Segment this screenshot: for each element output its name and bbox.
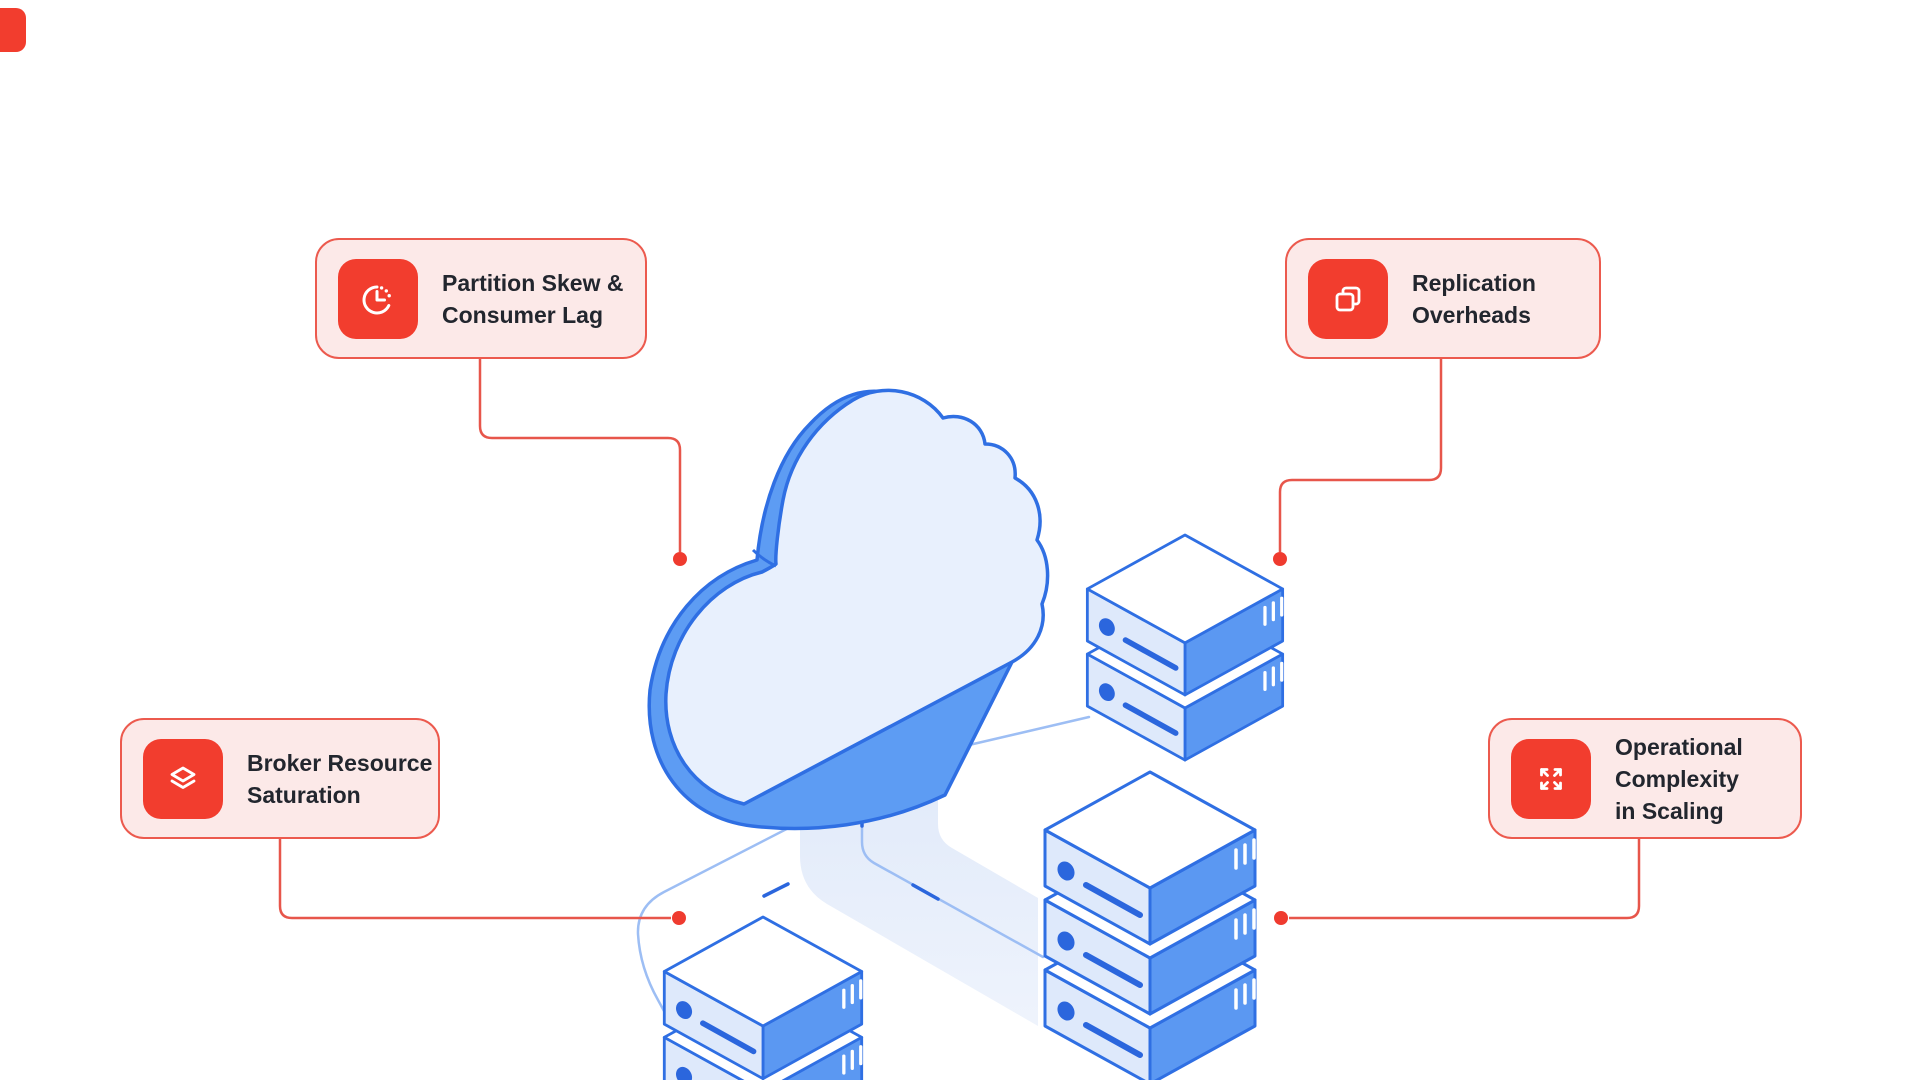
callout-connectors	[278, 358, 1641, 925]
cloud-front	[664, 388, 1050, 806]
server-stack-left	[664, 917, 861, 1080]
cloud	[647, 388, 1050, 831]
layers-icon	[143, 738, 223, 819]
callout-operational-complexity: Operational Complexity in Scaling	[1488, 718, 1802, 839]
callout-label-line: Overheads	[1412, 301, 1531, 328]
connector-dot	[673, 552, 687, 566]
connector-dot	[1273, 552, 1287, 566]
connector-replication	[1278, 358, 1443, 552]
connector-broker	[278, 839, 671, 920]
callout-label: Partition Skew & Consumer Lag	[442, 267, 623, 331]
connector-operational	[1289, 839, 1641, 920]
callout-label-line: in Scaling	[1615, 797, 1724, 824]
callout-label: Broker Resource Saturation	[247, 747, 432, 811]
callout-label: Operational Complexity in Scaling	[1615, 731, 1743, 827]
callout-broker-saturation: Broker Resource Saturation	[120, 718, 440, 839]
callout-label-line: Partition Skew &	[442, 269, 624, 296]
connector-dot	[672, 911, 686, 925]
corner-mark	[0, 8, 26, 52]
callout-label-line: Replication	[1412, 269, 1536, 296]
server-stack-center	[1045, 772, 1255, 1080]
callout-label-line: Consumer Lag	[442, 301, 604, 328]
callout-replication-overheads: Replication Overheads	[1285, 238, 1601, 359]
callout-label: Replication Overheads	[1412, 267, 1536, 331]
connector-dot	[1274, 911, 1288, 925]
callout-label-line: Saturation	[247, 781, 361, 808]
copy-icon	[1308, 258, 1388, 339]
connector-partition-skew	[478, 358, 682, 552]
cloud-seam	[751, 548, 777, 568]
callout-label-line: Complexity	[1615, 765, 1739, 792]
server-stack-right	[1087, 535, 1282, 760]
clock-dashed-icon	[338, 258, 418, 339]
callout-label-line: Operational	[1615, 733, 1743, 760]
callout-partition-skew: Partition Skew & Consumer Lag	[315, 238, 647, 359]
expand-arrows-icon	[1511, 738, 1591, 819]
callout-label-line: Broker Resource	[247, 749, 433, 776]
